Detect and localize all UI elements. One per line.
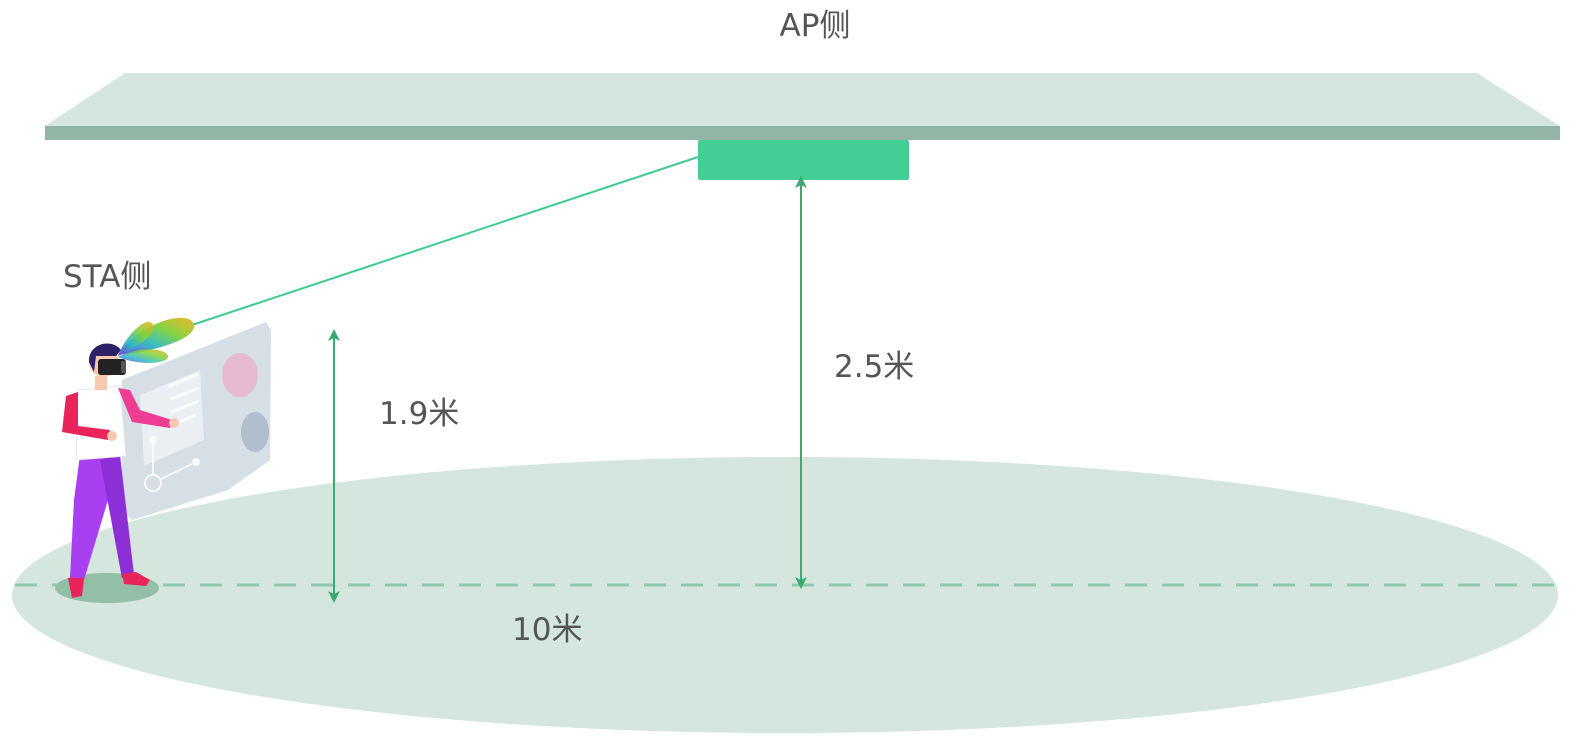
sta-height-label: 1.9米 [379, 396, 459, 432]
vr-headset [98, 359, 126, 375]
floor-area [12, 457, 1558, 733]
antenna-beam-pattern [118, 317, 195, 363]
ceiling-edge [45, 126, 1560, 140]
ap-height-label: 2.5米 [834, 349, 914, 385]
sta-side-label: STA侧 [63, 259, 151, 295]
vr-user-figure [55, 343, 179, 603]
distance-label: 10米 [512, 612, 582, 648]
ap-side-label: AP侧 [780, 8, 851, 44]
holographic-screen [122, 322, 271, 520]
signal-path-line [191, 156, 699, 326]
ap-device [698, 140, 909, 180]
ceiling-plane [45, 73, 1560, 126]
